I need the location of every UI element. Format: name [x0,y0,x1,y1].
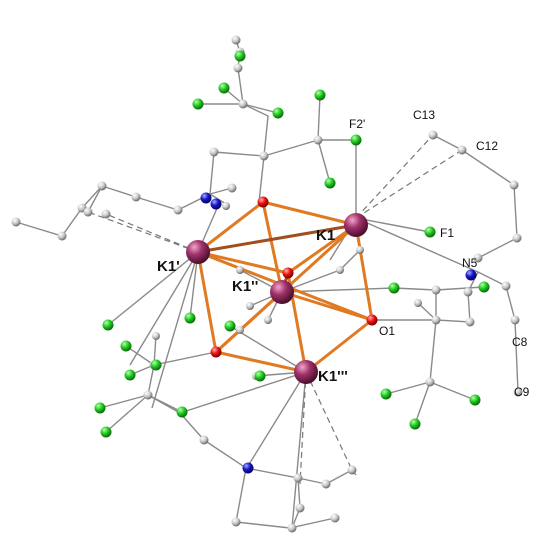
fluorine-atoms [94,50,490,438]
label-f2-prime: F2' [349,117,365,131]
label-c9: C9 [514,385,530,399]
label-f1: F1 [440,226,454,240]
label-k1-double-prime: K1'' [232,278,258,295]
label-k1: K1 [316,227,335,244]
label-k1-prime: K1' [157,258,180,275]
bond-network [15,39,519,529]
atom-labels: K1 K1' K1'' K1''' O1 F1 F2' N5 C8 C9 C12… [157,108,530,399]
potassium-atoms [186,213,368,384]
label-n5: N5 [462,256,478,270]
nitrogen-atoms [200,192,477,474]
label-c8: C8 [512,335,528,349]
oxygen-atoms [210,196,378,358]
label-c12: C12 [476,139,498,153]
label-k1-triple-prime: K1''' [318,368,348,385]
label-c13: C13 [413,108,435,122]
dashed-contacts [87,134,463,485]
label-o1: O1 [379,324,395,338]
